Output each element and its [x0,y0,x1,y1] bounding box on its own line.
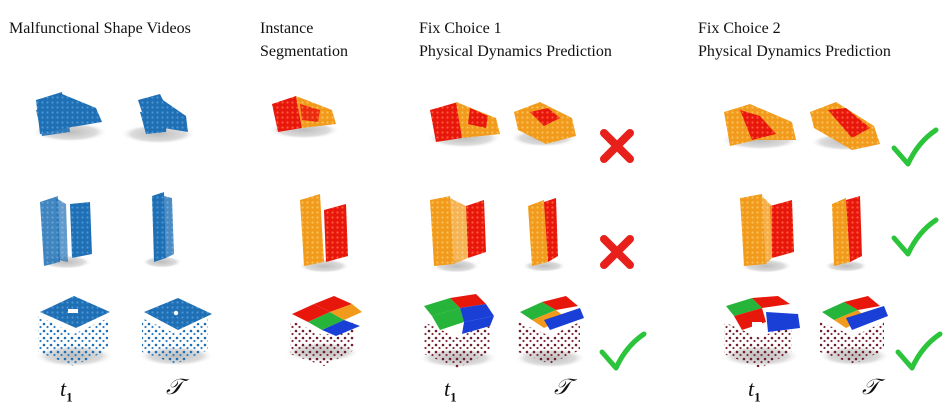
blue-pointcloud-r3-T [138,298,214,366]
fix1-pointcloud-r3-T [514,296,586,368]
row-2-objects [40,192,868,273]
blue-pointcloud-r1-t1 [32,92,108,142]
row-3-objects [34,294,890,368]
label-t1-sub: 1 [450,389,457,405]
check-mark-icon [895,331,943,371]
label-t1-base: t [748,376,755,401]
result-marks [599,127,943,371]
fix2-pointcloud-r3-T [818,296,890,366]
label-t1-base: t [444,376,451,401]
label-t1-base: t [60,376,67,401]
header-fix2-line1: Fix Choice 2 [698,20,781,37]
seg-pointcloud-r3 [284,296,362,366]
fix2-pointcloud-r2-t1 [740,194,794,273]
header-fix-choice-1: Fix Choice 1 Physical Dynamics Predictio… [419,17,612,63]
blue-pointcloud-r2-t1 [40,196,92,269]
fix1-pointcloud-r2-T [522,198,566,272]
header-instance-line2: Segmentation [260,43,348,60]
fix1-pointcloud-r1-T [510,102,578,147]
label-t1-col4: t1 [748,376,761,405]
label-t1-col3: t1 [444,376,457,405]
header-fix-choice-2: Fix Choice 2 Physical Dynamics Predictio… [698,17,891,63]
fix1-pointcloud-r3-t1 [418,294,498,368]
cross-mark-icon [600,235,634,269]
label-T-col4: 𝒯 [862,374,879,399]
fix1-pointcloud-r1-t1 [426,102,502,148]
header-fix1-line2: Physical Dynamics Prediction [419,43,612,60]
fix2-pointcloud-r3-t1 [720,296,800,368]
label-T-col1: 𝒯 [166,374,183,399]
row-1-objects [32,92,882,151]
check-mark-icon [891,217,939,257]
label-t1-col1: t1 [60,376,73,405]
fix2-pointcloud-r2-T [824,196,868,272]
header-instance-segmentation: Instance Segmentation [260,17,348,63]
check-mark-icon [891,127,939,167]
header-fix2-line2: Physical Dynamics Prediction [698,43,891,60]
cross-mark-icon [600,129,634,163]
label-t1-sub: 1 [754,389,761,405]
header-fix1-line1: Fix Choice 1 [419,20,502,37]
header-instance-line1: Instance [260,20,314,37]
blue-pointcloud-r2-T [142,192,182,268]
fix2-pointcloud-r1-t1 [720,104,800,150]
header-malfunctional-shape-videos: Malfunctional Shape Videos [9,20,191,37]
fix2-pointcloud-r1-T [810,102,882,151]
label-T-col3: 𝒯 [554,374,571,399]
blue-pointcloud-r1-T [120,94,196,144]
fix1-pointcloud-r2-t1 [430,196,486,273]
blue-pointcloud-r3-t1 [34,296,114,367]
seg-pointcloud-r2 [298,194,350,273]
label-t1-sub: 1 [66,389,73,405]
seg-pointcloud-r1 [268,96,340,139]
check-mark-icon [599,331,647,371]
